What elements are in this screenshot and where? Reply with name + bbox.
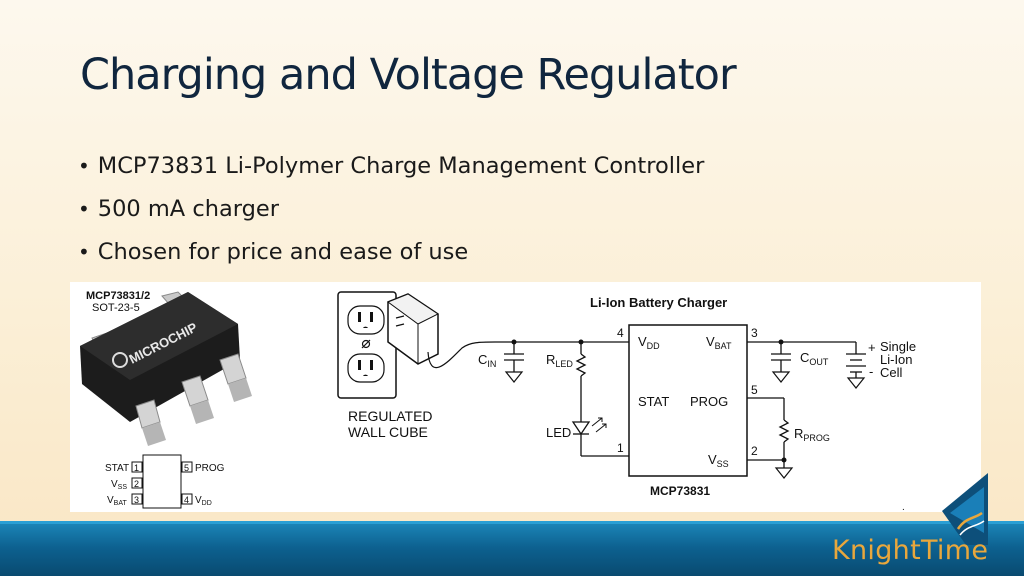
chip-package-label: SOT-23-5: [92, 302, 140, 314]
pin-number: 4: [617, 326, 624, 340]
junction-dot: [511, 339, 787, 463]
ic-name-label: MCP73831: [650, 484, 710, 498]
pin-label-vbat: VBAT: [107, 495, 127, 507]
bullet-list: • MCP73831 Li-Polymer Charge Management C…: [78, 144, 704, 273]
led-label: LED: [546, 425, 571, 440]
slide-title: Charging and Voltage Regulator: [80, 50, 737, 100]
chip-lead: [142, 422, 166, 446]
diagram-panel: MCP73831/2 SOT-23-5 MICROCHIP 1 2 3 5 4 …: [70, 282, 981, 512]
pin-number: 5: [751, 383, 758, 397]
bullet-text: Chosen for price and ease of use: [97, 238, 469, 265]
ic-pin-stat: STAT: [638, 394, 669, 409]
cin-label: CIN: [478, 352, 496, 369]
bullet-text: 500 mA charger: [97, 195, 280, 222]
pin-label-prog: PROG: [195, 463, 225, 474]
microchip-logo-icon: [112, 352, 128, 368]
chip-top-face: [80, 292, 238, 380]
pin-number: 5: [184, 463, 189, 473]
pin-label-vss: VSS: [111, 479, 127, 491]
pin-label-stat: STAT: [105, 463, 129, 474]
bullet-item: • MCP73831 Li-Polymer Charge Management C…: [78, 144, 704, 187]
footer-accent-line: [0, 521, 1024, 524]
wall-cube-label: WALL CUBE: [348, 424, 428, 440]
wall-cube-label: REGULATED: [348, 408, 433, 424]
cell-minus-label: -: [869, 364, 873, 379]
schematic-title: Li-Ion Battery Charger: [590, 295, 727, 310]
small-mark: .: [902, 502, 905, 512]
cell-label: Cell: [880, 365, 903, 380]
cell-plus-label: +: [868, 340, 876, 355]
pin-number: 3: [751, 326, 758, 340]
brand-wordmark: KnightTime: [832, 535, 989, 566]
pinout-diagram: 1 2 3 5 4 STAT VSS VBAT PROG VDD: [105, 454, 225, 509]
chip-photo: MCP73831/2 SOT-23-5 MICROCHIP: [80, 290, 252, 446]
diagram-svg: MCP73831/2 SOT-23-5 MICROCHIP 1 2 3 5 4 …: [80, 290, 916, 512]
cout-label: COUT: [800, 350, 829, 367]
ic-pin-vbat: VBAT: [706, 334, 732, 351]
bullet-dot-icon: •: [78, 196, 90, 221]
bullet-dot-icon: •: [78, 239, 90, 264]
pin-number: 2: [134, 479, 139, 489]
wall-outlet-icon: [337, 291, 397, 399]
knight-logo-icon: [942, 473, 988, 545]
bullet-dot-icon: •: [78, 153, 90, 178]
schematic-wires: [495, 341, 866, 468]
cell-label: Single: [880, 339, 916, 354]
pin-number: 3: [134, 495, 139, 505]
rled-label: RLED: [546, 352, 573, 369]
wall-cube-icon: [386, 293, 496, 369]
pin-number: 2: [751, 444, 758, 458]
bullet-item: • 500 mA charger: [78, 187, 704, 230]
bullet-item: • Chosen for price and ease of use: [78, 230, 704, 273]
chip-lead: [190, 400, 214, 424]
led-arrows-icon: [591, 417, 607, 433]
pin-number: 1: [617, 441, 624, 455]
ground-icon: [504, 371, 866, 479]
ic-pin-prog: PROG: [690, 394, 728, 409]
bullet-text: MCP73831 Li-Polymer Charge Management Co…: [97, 152, 705, 179]
cell-label: Li-Ion: [880, 352, 913, 367]
pin-number: 1: [134, 463, 139, 473]
ic-box: [628, 324, 748, 477]
footer-bar: [0, 524, 1024, 576]
pin-number: 4: [184, 495, 189, 505]
pin-label-vdd: VDD: [195, 495, 212, 507]
ic-pin-vdd: VDD: [638, 334, 660, 351]
rprog-label: RPROG: [794, 426, 830, 443]
ic-pin-vss: VSS: [708, 452, 729, 469]
chip-part-label: MCP73831/2: [86, 290, 150, 302]
chip-lead: [228, 378, 252, 402]
